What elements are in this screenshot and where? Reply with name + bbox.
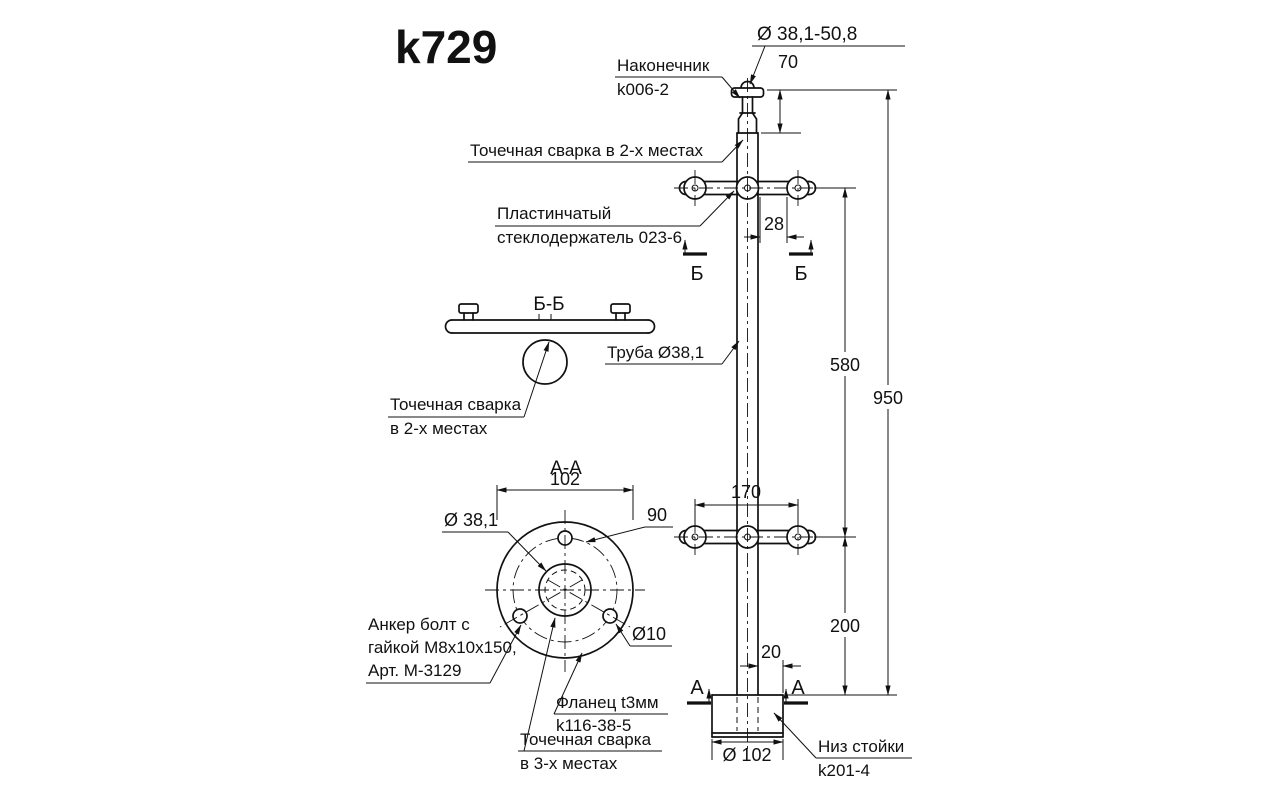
callout-glass-holder: Пластинчатый стеклодержатель 023-6 bbox=[495, 190, 735, 247]
callout-aa-hole-dia: Ø10 bbox=[615, 623, 672, 647]
label-aa-anchor-3: Арт. М-3129 bbox=[368, 661, 461, 680]
label-glass-holder-1: Пластинчатый bbox=[497, 204, 611, 223]
label-spot-weld-top: Точечная сварка в 2-х местах bbox=[470, 141, 704, 160]
section-aa-view: А-А 102 Ø 38,1 bbox=[366, 458, 673, 773]
section-mark-a-left: А bbox=[687, 677, 712, 705]
main-view: 580 950 200 70 28 170 20 Ø 102 Ø 38,1-50… bbox=[468, 24, 912, 780]
section-bb-title: Б-Б bbox=[533, 294, 564, 315]
dim-aa-bolt-circle: 90 bbox=[647, 505, 667, 525]
callout-tip: Наконечник k006-2 bbox=[615, 56, 741, 99]
section-letter-b: Б bbox=[794, 263, 807, 285]
callout-aa-bolt-circle: 90 bbox=[585, 505, 673, 543]
section-mark-a-right: А bbox=[783, 677, 808, 705]
callout-top-diameter: Ø 38,1-50,8 bbox=[749, 24, 905, 85]
section-mark-b-left: Б bbox=[682, 239, 707, 285]
label-bottom-1: Низ стойки bbox=[818, 737, 904, 756]
callout-bb-weld: Точечная сварка в 2-х местах bbox=[388, 341, 550, 438]
dim-mask bbox=[824, 613, 866, 637]
dim-580: 580 bbox=[830, 355, 860, 375]
bb-tube-circle bbox=[522, 339, 568, 385]
label-bb-weld-1: Точечная сварка bbox=[390, 395, 522, 414]
label-tip-code: k006-2 bbox=[617, 80, 669, 99]
aa-dim-102: 102 bbox=[496, 469, 634, 520]
dim-70: 70 bbox=[778, 52, 798, 72]
dim-950: 950 bbox=[873, 388, 903, 408]
callout-aa-flange: Фланец t3мм k116-38-5 bbox=[553, 652, 668, 735]
bb-plate bbox=[444, 303, 656, 334]
callout-aa-tube-dia: Ø 38,1 bbox=[442, 510, 547, 572]
section-bb-view: Б-Б Точечная сварка в 2-х местах bbox=[388, 294, 656, 438]
label-bb-weld-2: в 2-х местах bbox=[390, 419, 488, 438]
dim-aa-hole-dia: Ø10 bbox=[632, 624, 666, 644]
dim-28: 28 bbox=[764, 214, 784, 234]
drawing-title: k729 bbox=[395, 21, 497, 73]
label-aa-flange-1: Фланец t3мм bbox=[556, 693, 659, 712]
callout-spot-weld-top: Точечная сварка в 2-х местах bbox=[468, 139, 744, 163]
callout-bottom: Низ стойки k201-4 bbox=[773, 712, 912, 780]
label-aa-anchor-1: Анкер болт с bbox=[368, 615, 470, 634]
aa-flange bbox=[485, 510, 645, 672]
label-aa-anchor-2: гайкой M8x10x150, bbox=[368, 638, 517, 657]
section-letter-a: А bbox=[791, 677, 805, 699]
section-aa-title: А-А bbox=[550, 458, 582, 479]
dim-aa-tube-dia: Ø 38,1 bbox=[444, 510, 498, 530]
label-aa-weld-1: Точечная сварка bbox=[520, 730, 652, 749]
label-tube: Труба Ø38,1 bbox=[607, 343, 704, 362]
label-aa-weld-2: в 3-х местах bbox=[520, 754, 618, 773]
label-tip-name: Наконечник bbox=[617, 56, 710, 75]
centerlines bbox=[674, 78, 820, 753]
section-mark-b-right: Б bbox=[789, 239, 814, 285]
dim-mask bbox=[866, 385, 910, 409]
dim-200: 200 bbox=[830, 616, 860, 636]
section-letter-a: А bbox=[690, 677, 704, 699]
callout-tube: Труба Ø38,1 bbox=[605, 340, 740, 365]
dim-20: 20 bbox=[761, 642, 781, 662]
label-aa-flange-2: k116-38-5 bbox=[556, 716, 631, 735]
dim-top-diameter: Ø 38,1-50,8 bbox=[757, 24, 857, 45]
callout-aa-weld: Точечная сварка в 3-х местах bbox=[518, 617, 662, 773]
dim-base-diameter: Ø 102 bbox=[722, 745, 771, 765]
label-bottom-2: k201-4 bbox=[818, 761, 870, 780]
dim-mask bbox=[824, 352, 866, 376]
dim-170: 170 bbox=[731, 482, 761, 502]
label-glass-holder-2: стеклодержатель 023-6 bbox=[497, 228, 682, 247]
section-letter-b: Б bbox=[690, 263, 703, 285]
dim-aa-102: 102 bbox=[550, 469, 580, 489]
callout-aa-anchor: Анкер болт с гайкой M8x10x150, Арт. М-31… bbox=[366, 615, 522, 684]
